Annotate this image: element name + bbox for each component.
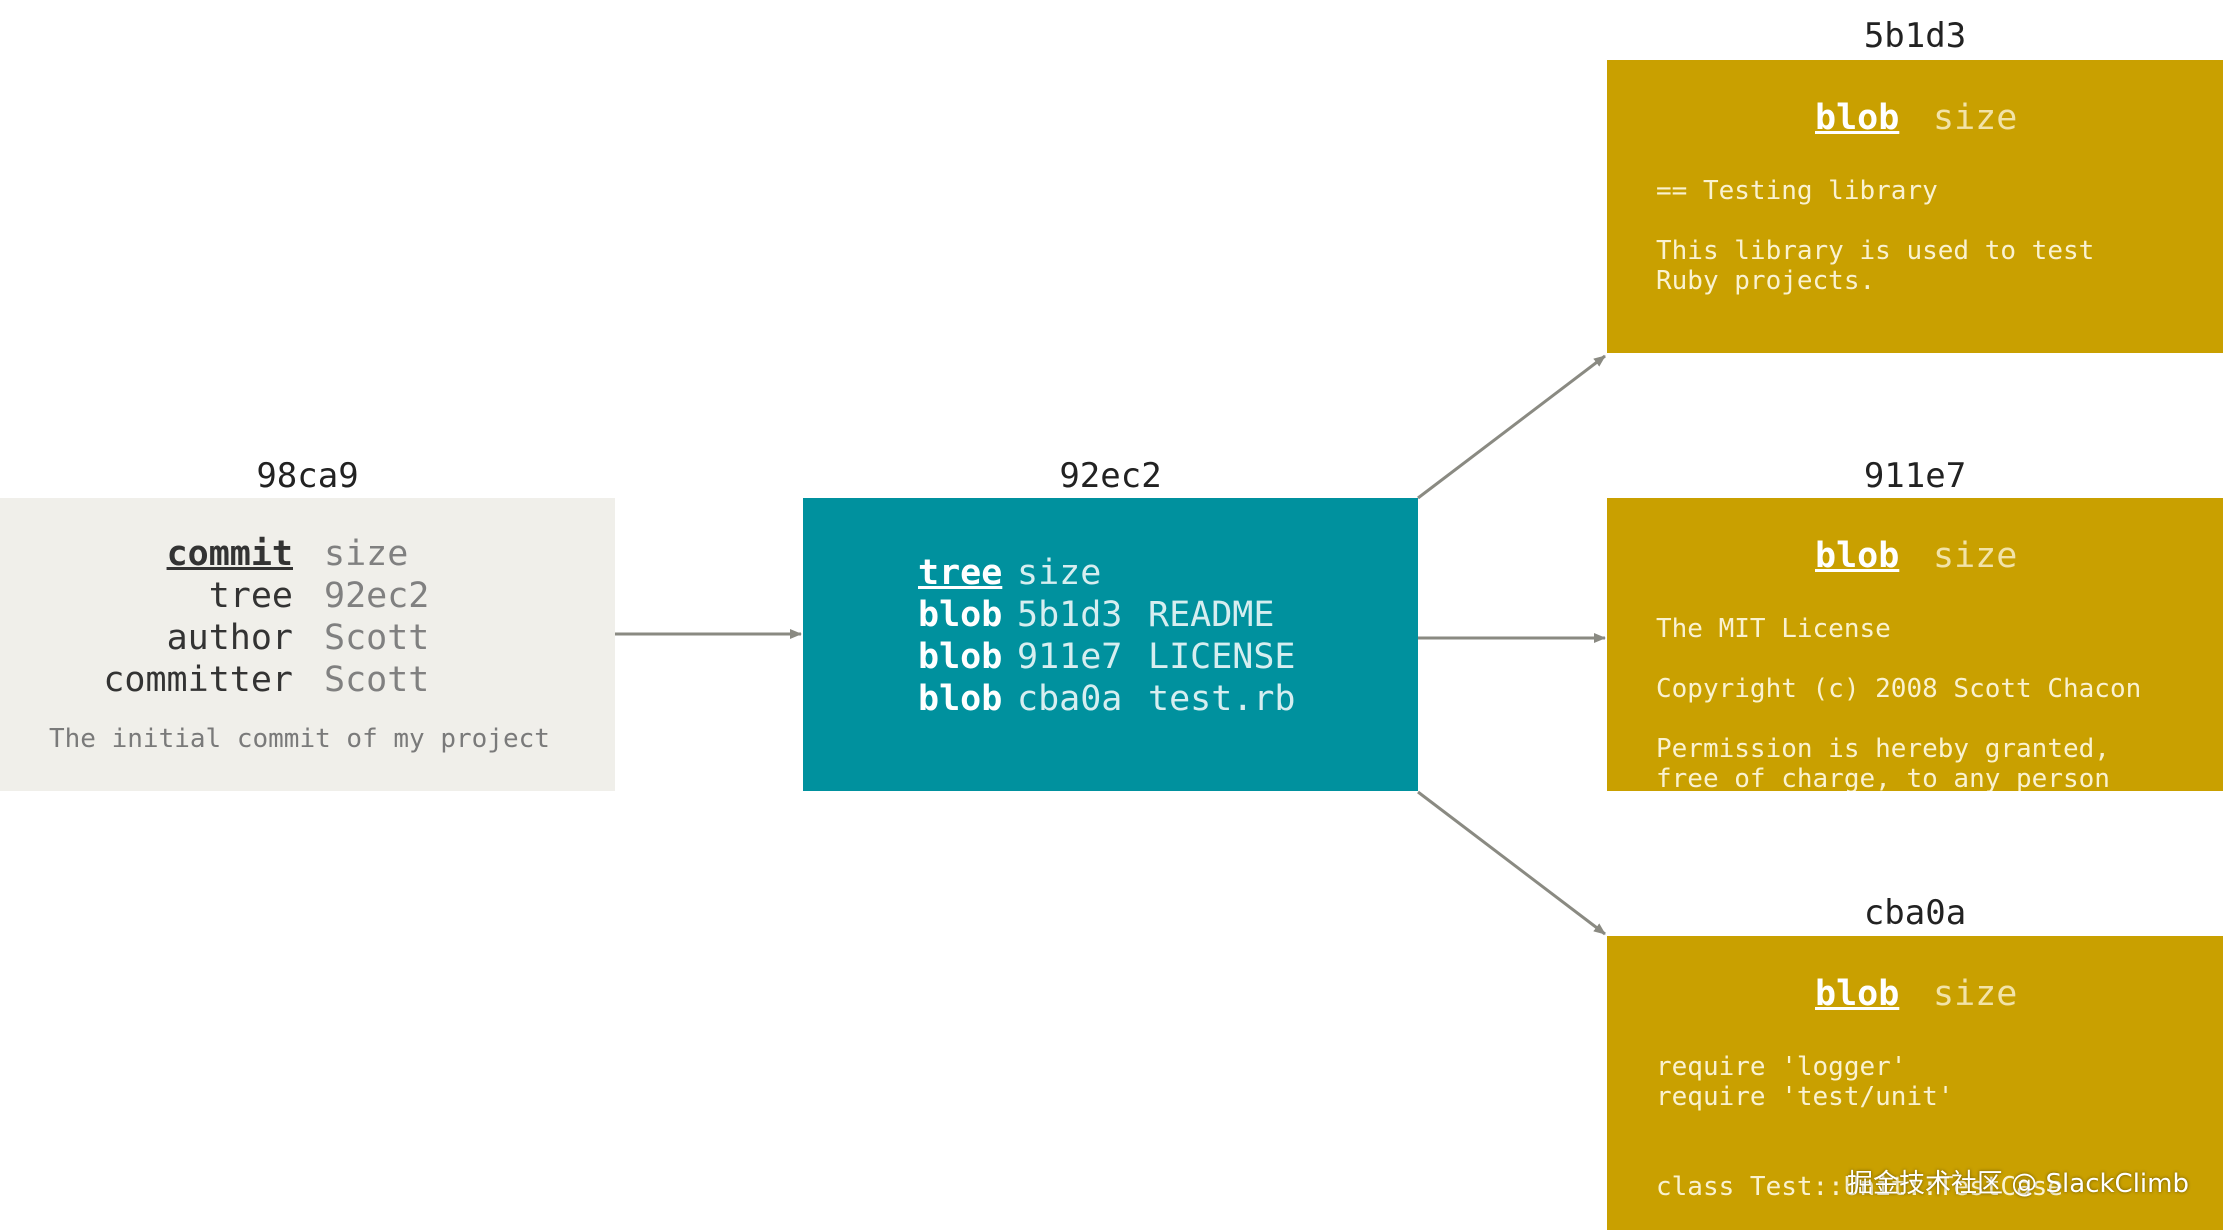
blob-object-box: blob size == Testing library This librar…: [1607, 60, 2223, 353]
tree-entry-type: blob: [918, 595, 1003, 635]
commit-field-key: author: [166, 618, 293, 658]
arrow-tree-to-blob-5b1d3: [1417, 354, 1606, 500]
tree-hash-label: 92ec2: [1059, 456, 1162, 496]
commit-field-value: 92ec2: [324, 576, 430, 616]
tree-object-box: tree size blob 5b1d3 README blob 911e7 L…: [803, 498, 1418, 791]
commit-object-box: commit size tree 92ec2 author Scott comm…: [0, 498, 615, 791]
tree-entry-hash: 5b1d3: [1017, 595, 1123, 635]
commit-field-value: Scott: [324, 618, 430, 658]
watermark-text: 掘金技术社区 @ SlackClimb: [1847, 1169, 2189, 1199]
commit-hash-label: 98ca9: [256, 456, 359, 496]
blob-object-box: blob size require 'logger' require 'test…: [1607, 936, 2223, 1230]
tree-entry-type: blob: [918, 679, 1003, 719]
commit-size-label: size: [324, 534, 409, 574]
blob-content: The MIT License Copyright (c) 2008 Scott…: [1656, 614, 2142, 791]
commit-type-label: commit: [166, 534, 293, 574]
blob-content: require 'logger' require 'test/unit' cla…: [1656, 1052, 2063, 1202]
blob-size-label: size: [1933, 536, 2018, 576]
blob-size-label: size: [1933, 98, 2018, 138]
blob-size-label: size: [1933, 974, 2018, 1014]
blob-content: == Testing library This library is used …: [1656, 176, 2095, 296]
blob-hash-label: cba0a: [1863, 893, 1967, 933]
blob-hash-label: 5b1d3: [1863, 16, 1967, 56]
blob-object-box: blob size The MIT License Copyright (c) …: [1607, 498, 2223, 791]
commit-field-key: tree: [208, 576, 293, 616]
tree-entry-name: README: [1148, 595, 1275, 635]
blob-hash-label: 911e7: [1863, 456, 1967, 496]
arrow-tree-to-blob-cba0a: [1417, 790, 1606, 936]
tree-entry-name: test.rb: [1148, 679, 1296, 719]
tree-type-label: tree: [918, 553, 1003, 593]
tree-entry-hash: cba0a: [1017, 679, 1123, 719]
commit-field-key: committer: [103, 660, 293, 700]
tree-entry-name: LICENSE: [1148, 637, 1296, 677]
blob-type-label: blob: [1815, 536, 1900, 576]
tree-entry-hash: 911e7: [1017, 637, 1123, 677]
tree-entry-type: blob: [918, 637, 1003, 677]
tree-size-label: size: [1017, 553, 1102, 593]
commit-message: The initial commit of my project: [49, 724, 550, 754]
blob-type-label: blob: [1815, 974, 1900, 1014]
commit-field-value: Scott: [324, 660, 430, 700]
blob-type-label: blob: [1815, 98, 1900, 138]
